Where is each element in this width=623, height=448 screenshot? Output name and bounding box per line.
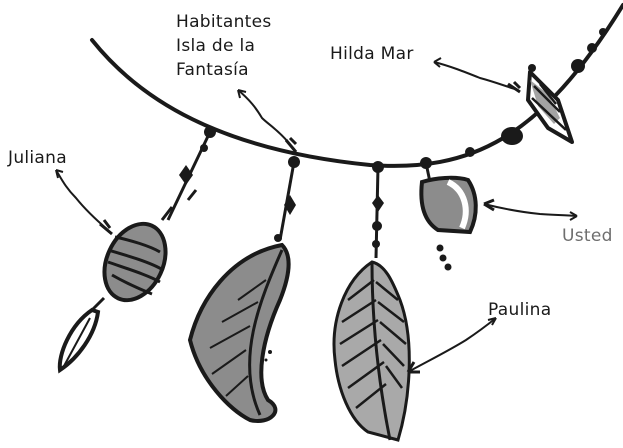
juliana-pendant: [60, 132, 210, 370]
label-paulina: Paulina: [488, 300, 551, 320]
usted-cup-charm: [421, 163, 475, 271]
string-bead: [501, 127, 523, 145]
label-habitantes-line1: Habitantes: [176, 12, 272, 32]
feather-grey-left: [190, 162, 296, 421]
arrow-to-paulina: [408, 318, 496, 372]
label-habitantes-line2: Isla de la: [176, 36, 255, 56]
string-bead: [571, 59, 585, 73]
label-habitantes-line3: Fantasía: [176, 60, 249, 80]
label-hilda-mar: Hilda Mar: [330, 44, 414, 64]
hilda-diamond-charm: [528, 64, 572, 142]
feather-paulina: [334, 167, 409, 440]
string-bead: [599, 28, 607, 36]
string-knot: [465, 147, 475, 157]
label-usted: Usted: [562, 226, 613, 246]
string-bead: [587, 43, 597, 53]
arrow-to-hilda: [434, 58, 520, 92]
arrow-to-juliana: [56, 170, 112, 234]
label-juliana: Juliana: [8, 148, 67, 168]
arrow-to-usted: [484, 200, 577, 220]
